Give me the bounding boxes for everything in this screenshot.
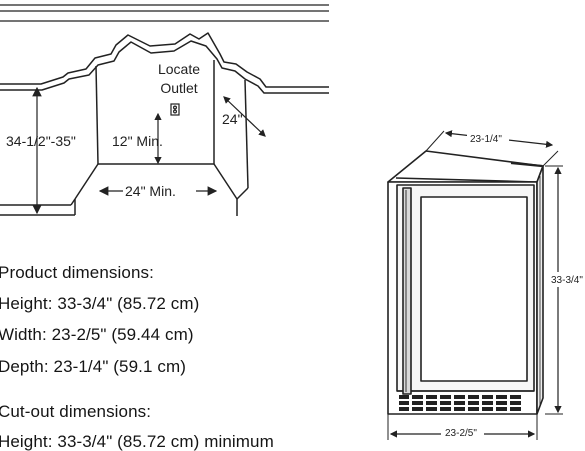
cutout-dimensions-heading: Cut-out dimensions: xyxy=(0,402,152,421)
countertop-lines xyxy=(0,4,329,22)
product-width-spec: Width: 23-2/5" (59.44 cm) xyxy=(0,325,194,344)
outlet-label-line2: Outlet xyxy=(160,80,197,96)
cutout-width-label: 24" Min. xyxy=(125,183,176,199)
product-height-spec: Height: 33-3/4" (85.72 cm) xyxy=(0,294,200,313)
refrigerator-drawing xyxy=(387,150,544,415)
product-width-label: 23-2/5" xyxy=(445,428,477,439)
vent-grille xyxy=(399,395,521,411)
product-dimensions-heading: Product dimensions: xyxy=(0,263,154,282)
product-height-label: 33-3/4" xyxy=(551,275,583,286)
product-depth-label-background xyxy=(467,131,509,145)
product-height-label-background xyxy=(549,272,585,287)
product-depth-spec: Depth: 23-1/4" (59.1 cm) xyxy=(0,357,186,376)
product-extension-lines xyxy=(387,130,563,440)
cutout-depth-dimension-line xyxy=(223,96,266,137)
cutout-height-label: 34-1/2"-35" xyxy=(6,133,76,149)
cutout-outline xyxy=(0,32,329,94)
cutout-height-spec: Height: 33-3/4" (85.72 cm) minimum xyxy=(0,432,274,451)
outlet-label-line1: Locate xyxy=(158,61,200,77)
outlet-icon xyxy=(170,103,180,116)
cutout-depth-label: 24" xyxy=(222,111,243,127)
product-width-label-background xyxy=(441,425,484,439)
outlet-height-label: 12" Min. xyxy=(112,133,163,149)
product-depth-label: 23-1/4" xyxy=(470,134,502,145)
